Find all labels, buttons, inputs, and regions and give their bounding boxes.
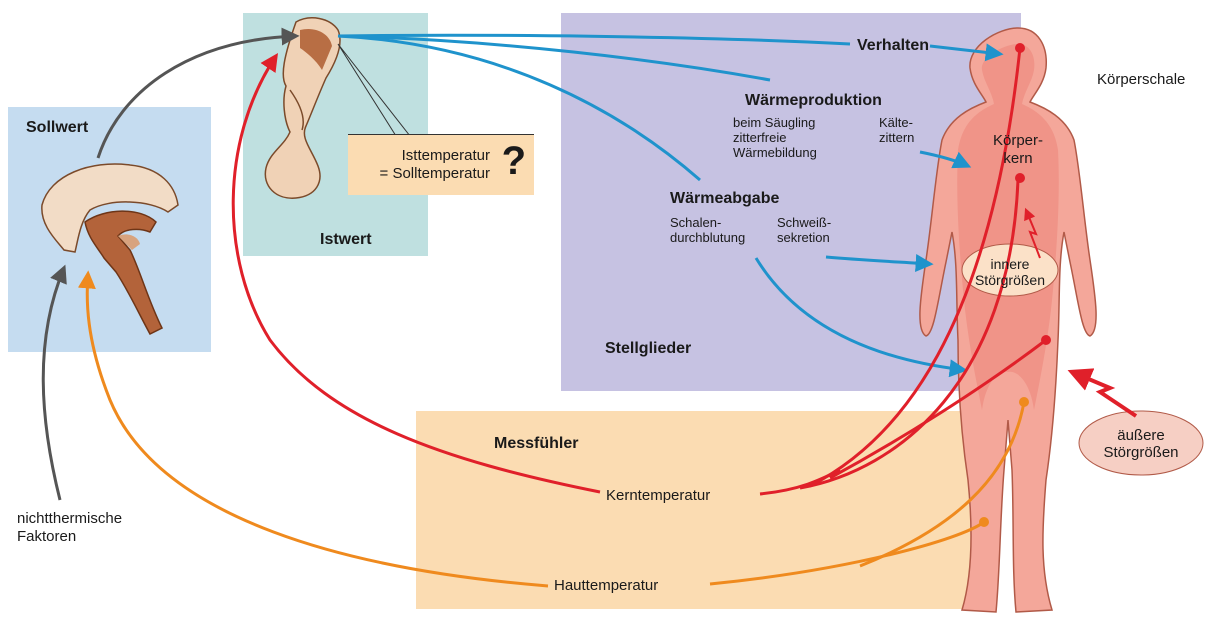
kerntemperatur-label: Kerntemperatur — [602, 487, 714, 504]
schalendurchblutung-label: Schalen- durchblutung — [670, 215, 745, 245]
waermeabgabe-title: Wärmeabgabe — [670, 190, 779, 207]
comparison-text: Isttemperatur = Solltemperatur — [380, 147, 490, 183]
verhalten-label: Verhalten — [857, 37, 929, 54]
nichtthermische-faktoren-label: nichtthermische Faktoren — [17, 510, 122, 546]
waermeproduktion-title: Wärmeproduktion — [745, 92, 882, 109]
disturbance-zigzag-outer — [1072, 372, 1136, 416]
koerperschale-label: Körperschale — [1097, 71, 1185, 88]
istwert-label: Istwert — [320, 231, 372, 248]
aeussere-stoergroessen-label: äußere Störgrößen — [1080, 427, 1202, 461]
messfuehler-label: Messfühler — [494, 435, 578, 452]
kaeltezittern-label: Kälte- zittern — [879, 115, 914, 145]
question-mark: ? — [502, 139, 526, 184]
hauttemperatur-label: Hauttemperatur — [550, 577, 662, 594]
saeugling-label: beim Säugling zitterfreie Wärmebildung — [733, 115, 817, 160]
sollwert-label: Sollwert — [26, 119, 88, 136]
innere-stoergroessen-label: innere Störgrößen — [962, 256, 1058, 288]
comparison-box: Isttemperatur = Solltemperatur ? — [348, 134, 534, 195]
koerperkern-label: Körper- kern — [978, 132, 1058, 168]
stellglieder-label: Stellglieder — [605, 340, 691, 357]
schweisssekretion-label: Schweiß- sekretion — [777, 215, 831, 245]
